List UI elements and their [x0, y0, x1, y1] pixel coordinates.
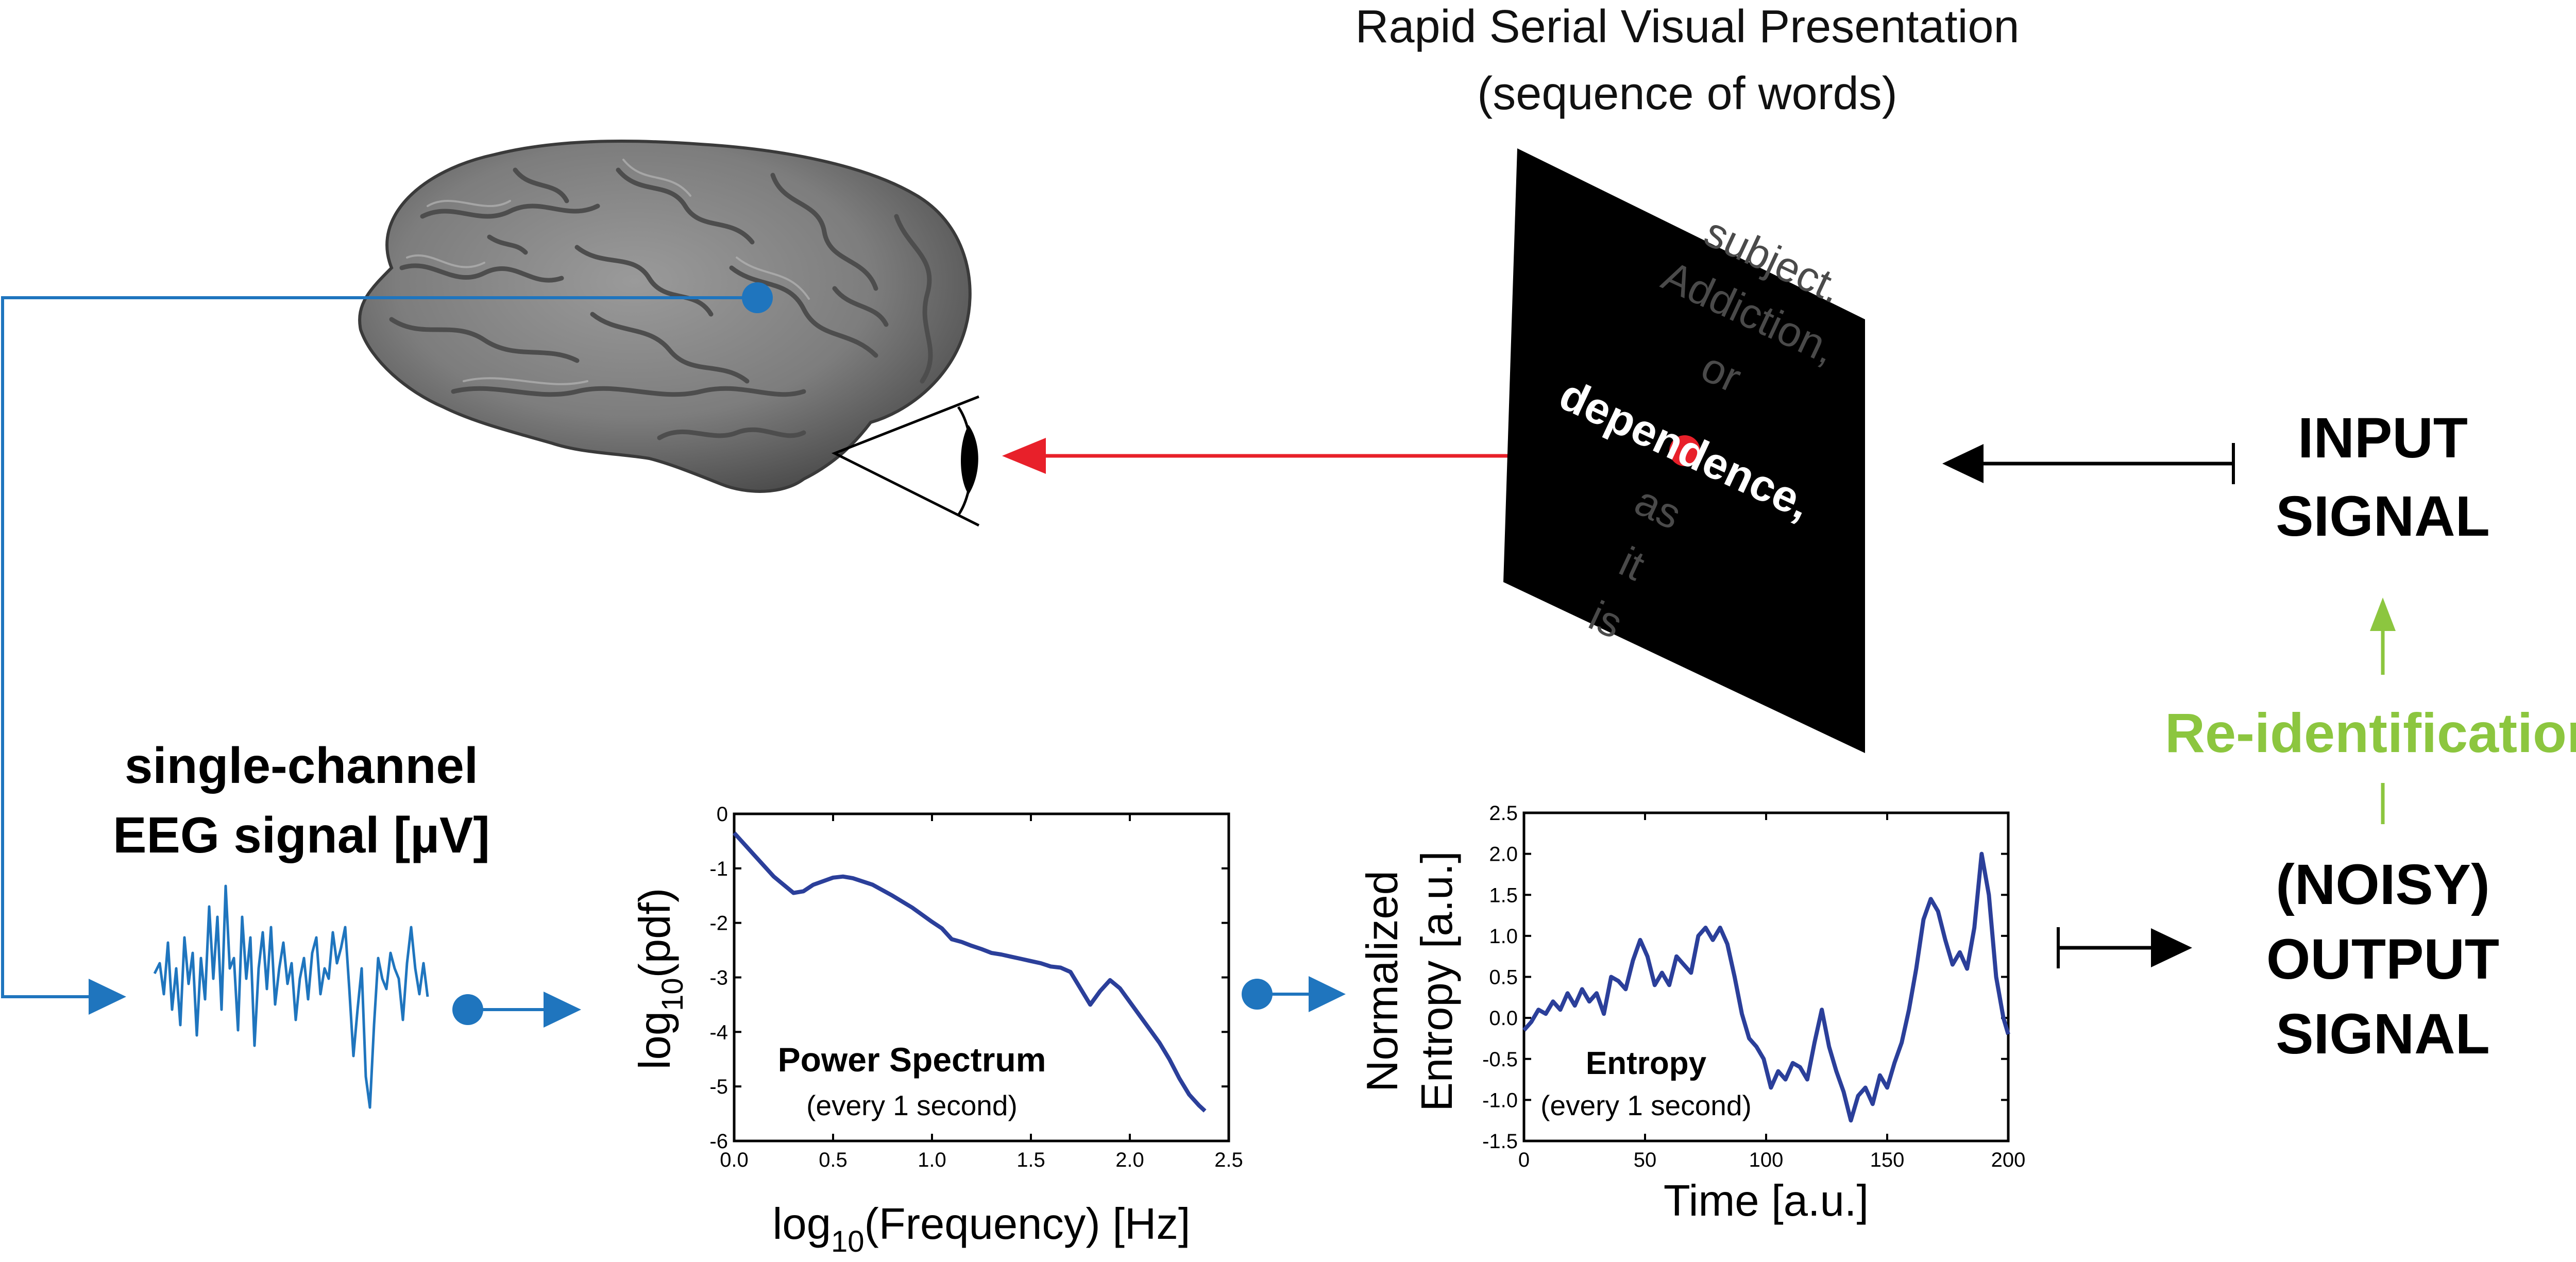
arrow-right-icon — [1309, 976, 1346, 1012]
input-signal-label: SIGNAL — [2276, 485, 2490, 548]
en-ylabel: Entropy [a.u.] — [1413, 851, 1462, 1112]
y-tick-label: 1.5 — [1489, 884, 1518, 907]
arrow-left-icon — [1942, 444, 1984, 483]
y-tick-label: 0.5 — [1489, 966, 1518, 989]
en-xlabel: Time [a.u.] — [1664, 1176, 1869, 1225]
x-tick-label: 1.0 — [918, 1149, 946, 1171]
output-signal-label: OUTPUT — [2266, 928, 2499, 991]
input-signal-label: INPUT — [2298, 406, 2468, 470]
rsvp-panel: Rapid Serial Visual Presentation (sequen… — [1355, 1, 2020, 753]
output-signal-label: SIGNAL — [2276, 1002, 2490, 1066]
x-tick-label: 100 — [1749, 1149, 1784, 1171]
x-tick-label: 0 — [1518, 1149, 1530, 1171]
rsvp-title: Rapid Serial Visual Presentation — [1355, 1, 2019, 53]
eeg-waveform — [153, 884, 429, 1109]
electrode-connector — [1, 282, 773, 1015]
arrow-right-icon — [2151, 928, 2192, 967]
y-tick-label: -0.5 — [1482, 1048, 1518, 1071]
reidentification-label: Re-identification — [2165, 702, 2576, 764]
spectrum-to-entropy-arrow — [1242, 976, 1346, 1012]
series-line — [1522, 851, 2010, 1123]
arrow-right-icon — [544, 992, 581, 1028]
y-tick-label: 1.0 — [1489, 925, 1518, 948]
x-tick-label: 150 — [1870, 1149, 1905, 1171]
fixation-dot — [1669, 435, 1700, 466]
power-spectrum-chart: 0.0 0.5 1.0 1.5 2.0 2.5 0 -1 -2 -3 -4 -5 -6 Power Sp… — [631, 803, 1243, 1258]
en-title: Entropy — [1586, 1046, 1707, 1081]
x-tick-label: 0.0 — [720, 1149, 749, 1171]
ps-xlabel: log10(Frequency) [Hz] — [773, 1200, 1191, 1258]
y-tick-label: -4 — [709, 1021, 728, 1044]
rsvp-subtitle: (sequence of words) — [1477, 68, 1897, 120]
series-line — [733, 831, 1207, 1113]
x-tick-label: 1.5 — [1016, 1149, 1045, 1171]
ps-ylabel: log10(pdf) — [631, 888, 689, 1070]
x-tick-label: 50 — [1634, 1149, 1657, 1171]
ps-title: Power Spectrum — [778, 1041, 1046, 1079]
x-tick-label: 2.0 — [1115, 1149, 1144, 1171]
en-ylabel: Normalized — [1358, 871, 1407, 1092]
y-tick-label: -5 — [709, 1076, 728, 1098]
en-subtitle: (every 1 second) — [1540, 1089, 1752, 1121]
arrow-right-icon — [89, 979, 126, 1015]
brain-image — [358, 140, 972, 493]
eeg-block: single-channel EEG signal [µV] — [113, 737, 581, 1109]
input-signal-block: INPUT SIGNAL — [1942, 406, 2490, 548]
reidentification-block: Re-identification — [2165, 598, 2576, 824]
y-tick-label: 2.0 — [1489, 843, 1518, 866]
y-tick-label: -1.5 — [1482, 1130, 1518, 1153]
y-tick-label: -1 — [709, 858, 728, 880]
y-tick-label: 2.5 — [1489, 802, 1518, 825]
ps-plot-frame — [733, 812, 1230, 1142]
eye-icon — [831, 395, 980, 527]
x-tick-label: 2.5 — [1214, 1149, 1243, 1171]
y-tick-label: -1.0 — [1482, 1089, 1518, 1112]
output-signal-label: (NOISY) — [2276, 853, 2490, 916]
y-tick-label: -2 — [709, 912, 728, 935]
x-tick-label: 200 — [1991, 1149, 2026, 1171]
x-tick-label: 0.5 — [819, 1149, 848, 1171]
ps-subtitle: (every 1 second) — [806, 1089, 1018, 1121]
y-tick-label: -3 — [709, 967, 728, 990]
y-tick-label: 0 — [717, 803, 728, 826]
eeg-label: single-channel — [125, 737, 478, 794]
y-tick-label: 0.0 — [1489, 1007, 1518, 1030]
y-tick-label: -6 — [709, 1130, 728, 1153]
electrode-dot-icon — [742, 282, 773, 313]
output-signal-block: (NOISY) OUTPUT SIGNAL — [2057, 853, 2499, 1066]
entropy-chart: 0 50 100 150 200 2.5 2.0 1.5 1.0 0.5 0.0 -0.5 -1.0 -1… — [1358, 802, 2025, 1225]
eeg-label: EEG signal [µV] — [113, 807, 490, 863]
arrow-left-icon — [1002, 438, 1046, 474]
arrow-up-icon — [2370, 598, 2396, 631]
